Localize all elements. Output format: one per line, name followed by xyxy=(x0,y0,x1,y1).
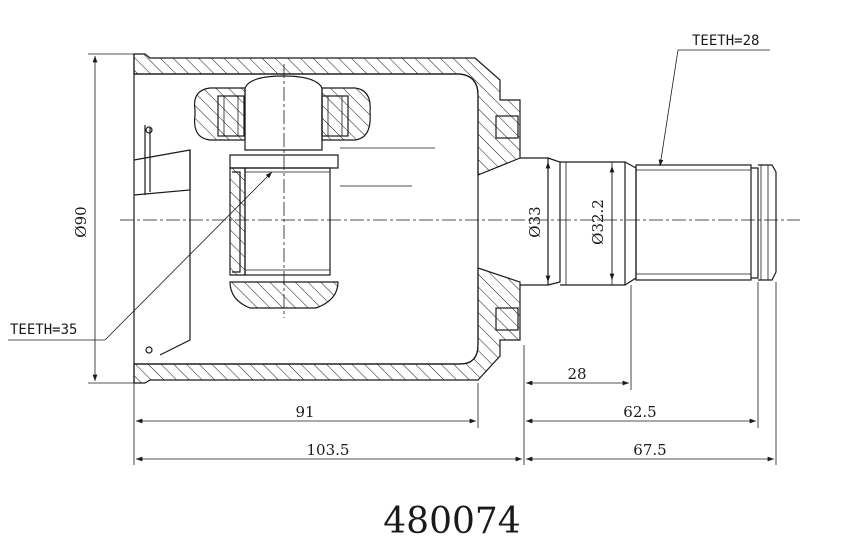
dim-shaft-total: 67.5 xyxy=(633,441,666,459)
tripod-roller xyxy=(193,75,435,309)
dimension-lines xyxy=(8,49,777,465)
dim-inner-length: 91 xyxy=(295,403,314,421)
dim-shaft-diameter-1: Ø33 xyxy=(526,206,544,237)
part-number: 480074 xyxy=(383,501,520,542)
callout-teeth-outer: TEETH=28 xyxy=(692,33,759,49)
dim-housing-diameter: Ø90 xyxy=(72,206,90,237)
dim-shaft-diameter-2: Ø32.2 xyxy=(589,199,607,245)
dim-shaft-length: 62.5 xyxy=(623,403,656,421)
dim-shaft-spline: 28 xyxy=(567,365,586,383)
callout-teeth-inner: TEETH=35 xyxy=(10,322,77,338)
center-lines xyxy=(120,64,800,318)
dim-total-housing: 103.5 xyxy=(307,441,350,459)
output-shaft xyxy=(520,157,777,286)
